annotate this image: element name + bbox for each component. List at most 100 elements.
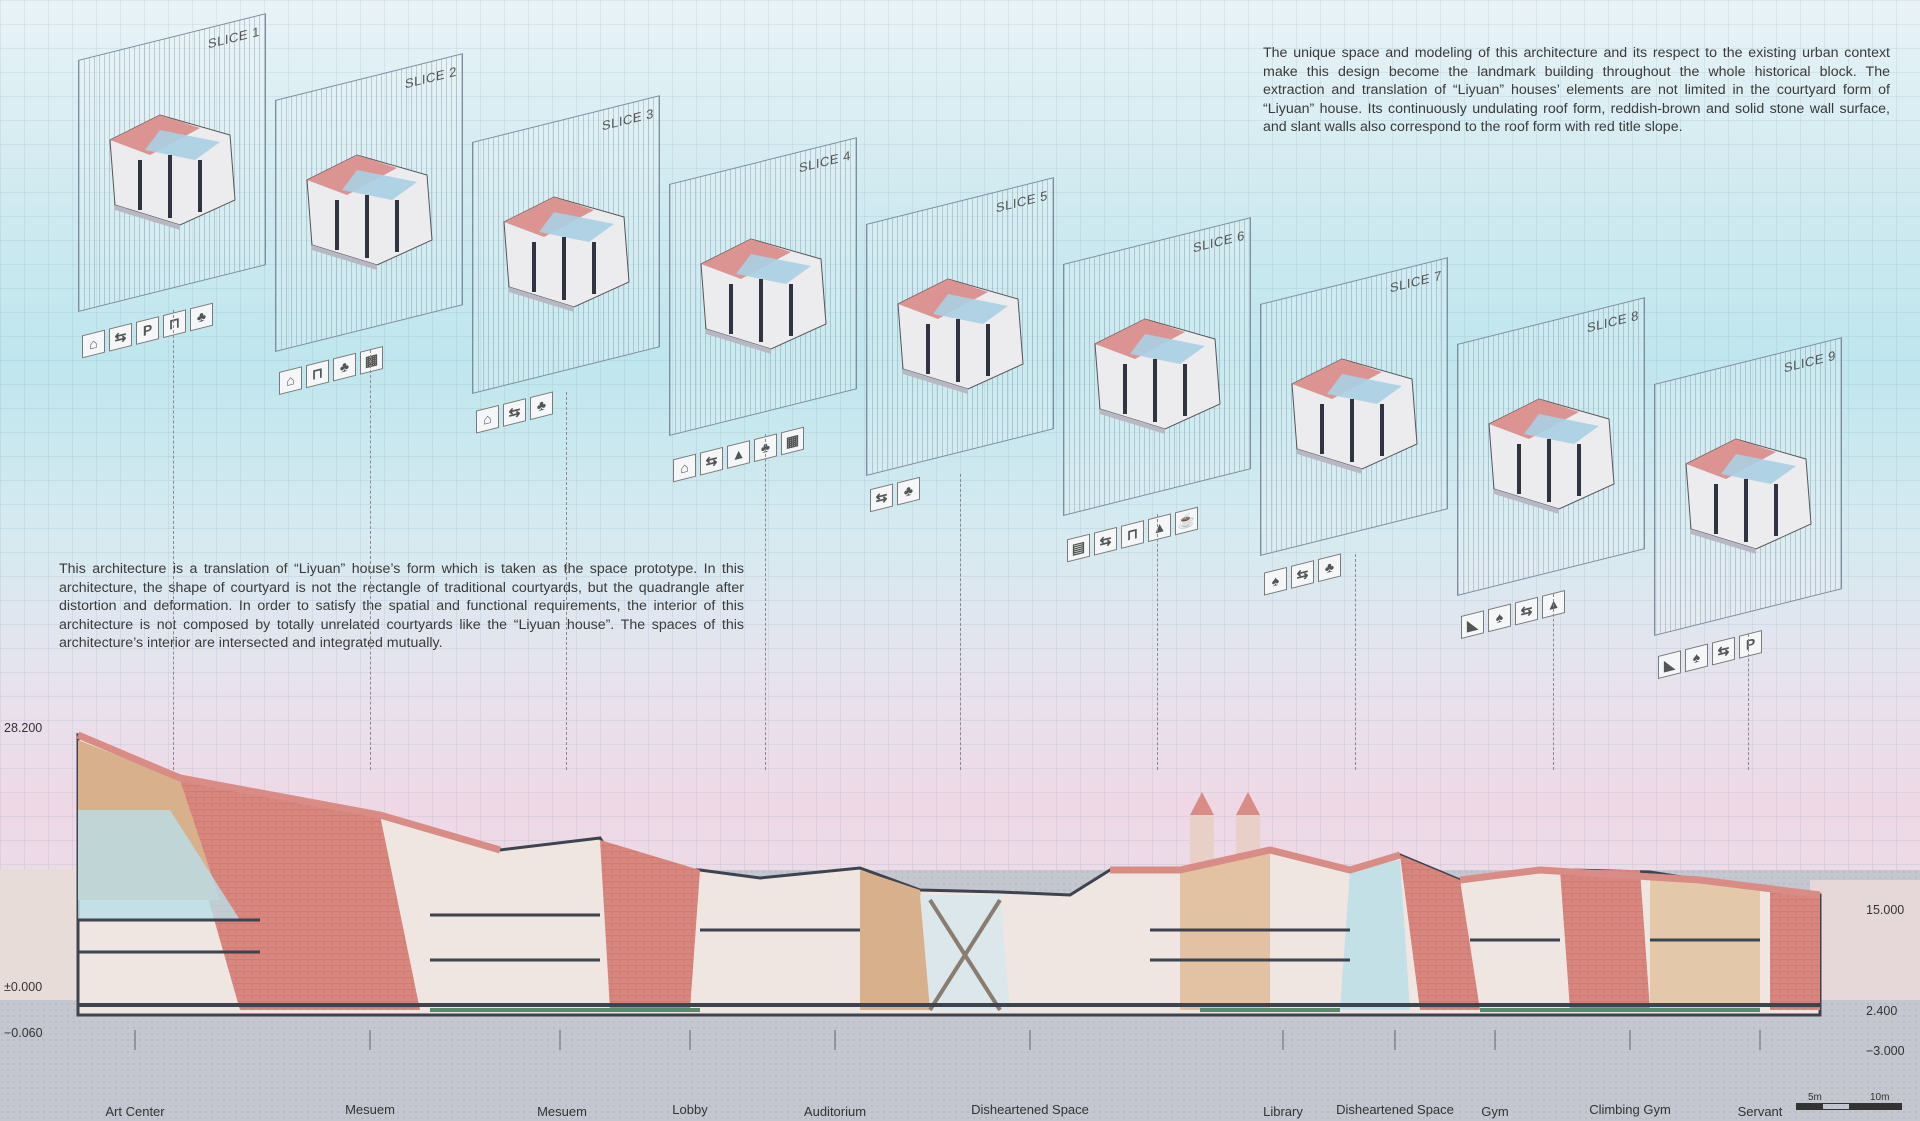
slice-icons: ◣♠⇆P [1658,630,1762,679]
exchange-icon: ⇆ [1712,636,1735,666]
servant-wood [1650,875,1760,1010]
space-label: Auditorium [803,1104,867,1119]
church-spire-right [1236,792,1260,815]
space-label: Lobby [672,1102,708,1117]
space-label: Disheartened Space [971,1102,1089,1117]
space-label: Library [1263,1104,1303,1119]
elevation-top: 28.200 [4,721,43,735]
space-label: Mesuem [345,1102,395,1117]
exchange-icon: ⇆ [109,322,132,352]
slice-icons: ⇆♣ [870,476,920,513]
label-ticks [134,1030,1761,1050]
climbing-brick-wall [1560,870,1650,1010]
bench-icon: ⊓ [306,359,329,389]
lobby-brick-wall [600,840,700,1010]
roof-gym [1459,866,1821,899]
slice-model [700,238,827,354]
bench-icon: ⊓ [1121,520,1144,549]
slice-panel-4: SLICE 4⌂⇆▲♣▦ [669,137,857,484]
gym-icon: ♠ [1685,643,1708,673]
church-spire-left [1190,792,1214,815]
slice-panel-7: SLICE 7♠⇆♣ [1260,257,1448,604]
people-icon: ♣ [1318,553,1341,583]
slice-panel-3: SLICE 3⌂⇆♣ [472,95,660,442]
gym-icon: ♠ [1264,566,1287,596]
roof-library [1110,846,1402,874]
space-label: Gym [1481,1104,1509,1119]
museum-icon: ⌂ [82,329,105,359]
leader-line-4 [765,434,766,770]
people-icon: ♣ [897,476,920,506]
leader-line-6 [1157,514,1158,770]
space-label: Climbing Gym [1589,1102,1671,1117]
museum-icon: ⌂ [673,453,696,483]
roof-museum [76,731,501,854]
slice-panel-6: SLICE 6▤⇆⊓▲☕ [1063,217,1251,564]
exchange-icon: ⇆ [870,483,893,513]
slice-icons: ⌂⇆P⊓♣ [82,302,213,359]
diagonal-truss [928,898,1002,1012]
slice-icons: ⌂⊓♣▦ [279,346,383,395]
leader-line-9 [1748,634,1749,770]
exchange-icon: ⇆ [700,446,723,476]
leader-line-5 [960,474,961,770]
space-label: Mesuem [537,1104,587,1119]
disheartened-glass [1340,860,1410,1010]
people-icon: ♣ [333,352,356,382]
context-building-right [1810,880,1920,1000]
slice-panel-9: SLICE 9◣♠⇆P [1654,337,1842,684]
texture-icon: ▦ [360,346,383,375]
people-icon: ♣ [190,302,213,332]
context-building-left [0,870,80,1000]
climb-icon: ◣ [1461,610,1484,639]
art-center-glass [78,810,240,920]
slice-model [306,154,433,270]
exchange-icon: ⇆ [503,398,526,427]
climb-icon: ◣ [1658,650,1681,679]
slice-model [1291,358,1418,474]
slice-panel-1: SLICE 1⌂⇆P⊓♣ [78,13,266,360]
slice-model [503,196,630,312]
museum-icon: ⌂ [279,366,302,395]
scale-bar [1796,1103,1902,1110]
leader-line-3 [566,392,567,770]
description-left: This architecture is a translation of “L… [59,561,744,651]
floor-slabs [78,913,1760,962]
slice-panel-5: SLICE 5⇆♣ [866,177,1054,524]
building-section [0,731,1920,1121]
slice-icons: ⌂⇆▲♣▦ [673,426,804,483]
book-icon: ▤ [1067,533,1090,563]
slice-icons: ♠⇆♣ [1264,553,1341,596]
stage-icon: ▲ [1148,513,1171,543]
leader-line-2 [370,350,371,770]
slice-icons: ◣♠⇆▲ [1461,590,1565,639]
slice-model [897,278,1024,394]
space-label: Servant [1737,1104,1783,1119]
slice-panel-8: SLICE 8◣♠⇆▲ [1457,297,1645,644]
people-icon: ♣ [530,391,553,421]
leader-line-7 [1355,554,1356,770]
slice-model [1488,398,1615,514]
gym-brick-wall [1400,855,1480,1010]
slice-model [1685,438,1812,554]
elevation-zero: ±0.000 [4,980,43,994]
slice-icons: ▤⇆⊓▲☕ [1067,506,1198,563]
cup-icon: ☕ [1175,506,1198,536]
auditorium-wood [860,870,940,1010]
slice-panel-2: SLICE 2⌂⊓♣▦ [275,53,463,400]
parking-icon: P [1739,630,1762,659]
space-label: Art Center [105,1104,165,1119]
slice-model [1094,318,1221,434]
exchange-icon: ⇆ [1515,596,1538,626]
elevation-right-mid: 2.400 [1866,1004,1898,1018]
servant-brick-wall [1770,890,1820,1010]
stage-icon: ▲ [727,440,750,469]
leader-line-1 [173,310,174,770]
leader-line-8 [1553,594,1554,770]
scale-label-5m: 5m [1808,1092,1822,1103]
elevation-right-high: 15.000 [1866,903,1905,917]
exchange-icon: ⇆ [1094,526,1117,556]
scale-label-10m: 10m [1870,1092,1890,1103]
slice-model [109,114,236,230]
gym-icon: ♠ [1488,603,1511,633]
